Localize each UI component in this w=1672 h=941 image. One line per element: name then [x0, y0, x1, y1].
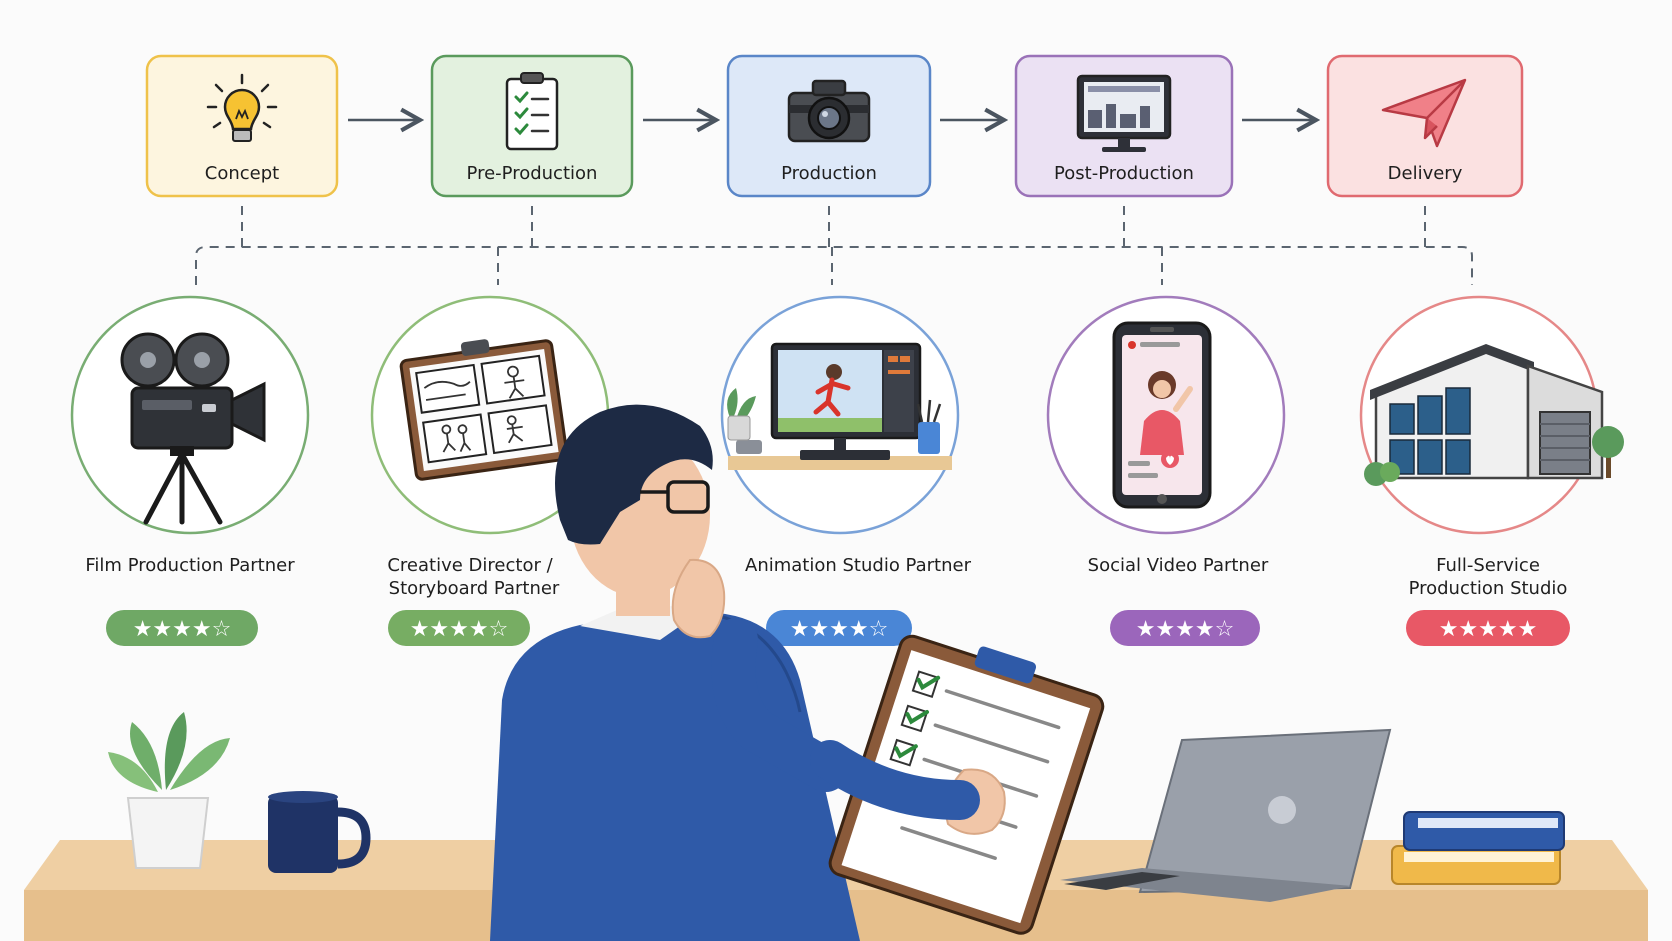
- desk-scene: [24, 404, 1648, 941]
- potted-plant: [108, 712, 230, 869]
- dashed-connectors: [195, 206, 1473, 285]
- smartphone-video-icon: [1112, 321, 1212, 509]
- editing-monitor-icon: [1076, 74, 1172, 152]
- book-stack: [1391, 811, 1565, 885]
- laptop: [1060, 728, 1392, 902]
- stage-post-production: Post-Production: [1014, 54, 1234, 198]
- rating-stars: ★★★★☆: [790, 617, 889, 642]
- rating-stars: ★★★★☆: [410, 617, 509, 642]
- rating-stars: ★★★★☆: [1136, 617, 1235, 642]
- stage-delivery: Delivery: [1326, 54, 1524, 198]
- hair: [555, 404, 713, 545]
- rating-stars: ★★★★★: [1439, 617, 1538, 642]
- partner-label: Animation Studio Partner: [745, 555, 972, 576]
- glasses: [640, 480, 710, 514]
- rating-badge: [388, 610, 530, 646]
- stage-production: Production: [726, 54, 932, 198]
- film-camera-icon: [120, 332, 266, 525]
- animation-desk-icon: [727, 342, 952, 470]
- rating-badge: [1110, 610, 1260, 646]
- stage-concept: Concept: [145, 54, 339, 198]
- stage-label: Post-Production: [1054, 163, 1194, 184]
- studio-building-icon: [1364, 344, 1624, 486]
- suit-back: [490, 612, 860, 941]
- partner-label: Full-Service: [1436, 555, 1540, 576]
- stage-pre-production: Pre-Production: [430, 54, 634, 198]
- rating-badge: [1406, 610, 1570, 646]
- partner-label: Social Video Partner: [1088, 555, 1269, 576]
- partner-animation-studio: Animation Studio Partner ★★★★☆: [720, 295, 972, 646]
- camera-icon: [787, 79, 871, 143]
- partner-full-service-studio: Full-Service Production Studio ★★★★★: [1359, 295, 1624, 646]
- stage-label: Concept: [205, 163, 279, 184]
- partner-label: Production Studio: [1409, 578, 1568, 599]
- thinking-person: [490, 404, 1105, 941]
- paper-plane-icon: [1381, 78, 1467, 148]
- rating-stars: ★★★★☆: [133, 617, 232, 642]
- rating-badge: [106, 610, 258, 646]
- coffee-mug: [268, 791, 371, 873]
- rating-badge: [766, 610, 912, 646]
- stage-label: Pre-Production: [467, 163, 598, 184]
- chin-hand: [671, 558, 726, 639]
- partner-label: Film Production Partner: [85, 555, 295, 576]
- lightbulb-icon: [206, 73, 278, 142]
- stage-label: Production: [781, 163, 877, 184]
- partner-label: Storyboard Partner: [389, 578, 560, 599]
- partner-creative-director: Creative Director / Storyboard Partner ★…: [370, 295, 610, 646]
- partner-film-production: Film Production Partner ★★★★☆: [70, 295, 310, 646]
- stage-label: Delivery: [1388, 163, 1463, 184]
- clipboard-checklist-icon: [505, 72, 559, 151]
- partner-label: Creative Director /: [387, 555, 553, 576]
- storyboard-icon: [399, 339, 569, 481]
- partner-social-video: Social Video Partner ★★★★☆: [1046, 295, 1286, 646]
